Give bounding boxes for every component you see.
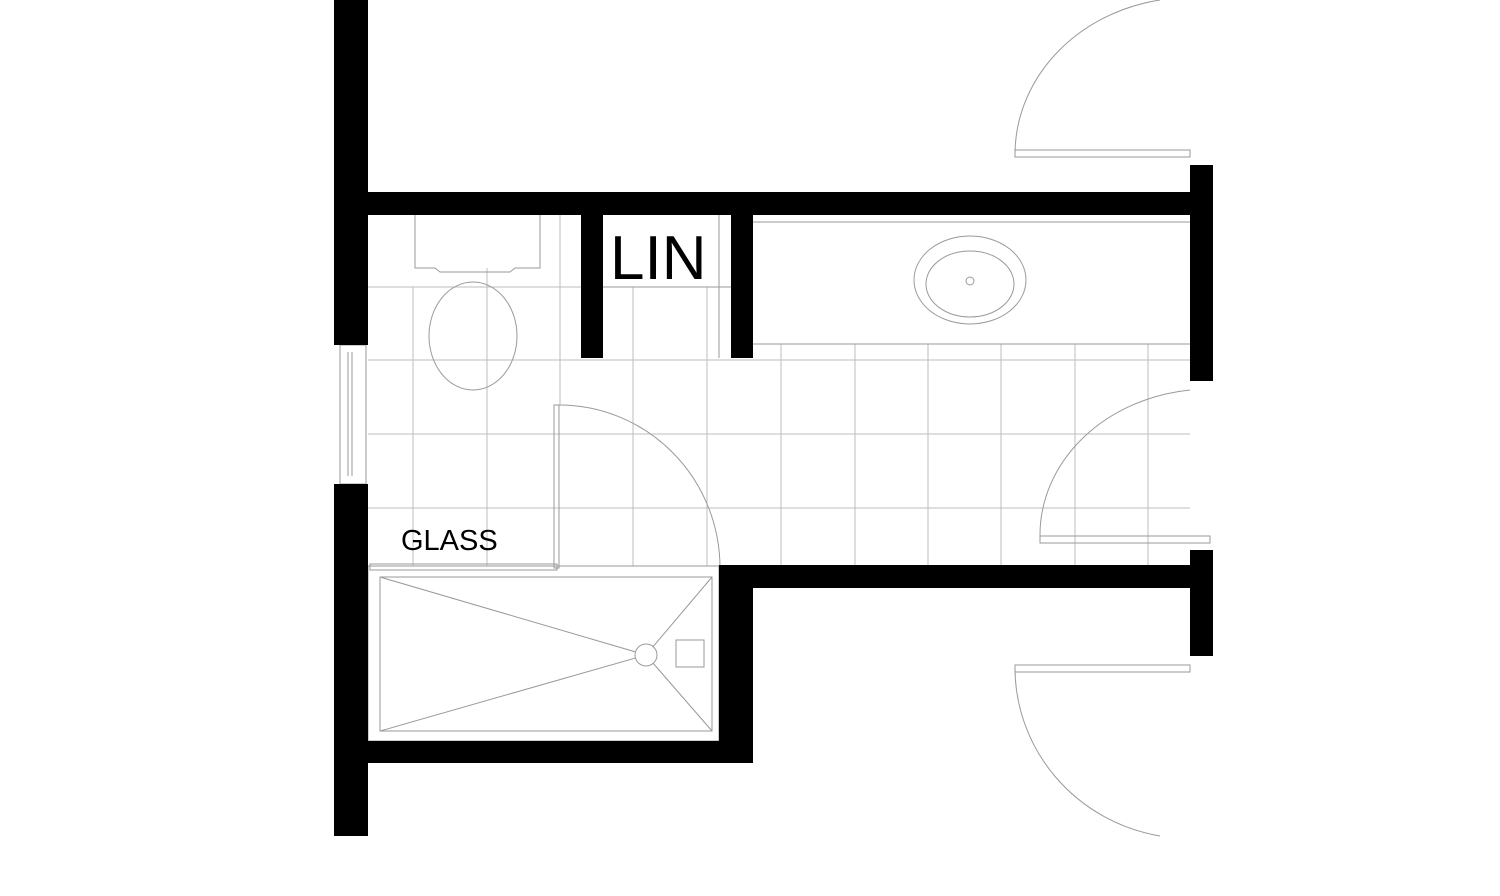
glass-shower-door: [369, 404, 721, 571]
glass-label: GLASS: [401, 525, 498, 557]
shower-valve: [675, 639, 705, 668]
floor-tile-grid: [368, 215, 1190, 567]
walls: [334, 0, 1213, 836]
toilet: [414, 215, 541, 391]
linen-closet-shelf: [603, 215, 731, 358]
window: [339, 344, 367, 485]
shower: [367, 565, 720, 742]
door-swing-top: [1014, 0, 1161, 158]
door-swing-middle: [1039, 389, 1191, 537]
doors: [1014, 0, 1211, 837]
door-swing-bottom: [1014, 664, 1161, 837]
sink-vanity: [753, 221, 1190, 345]
linen-label: LIN: [610, 224, 706, 293]
